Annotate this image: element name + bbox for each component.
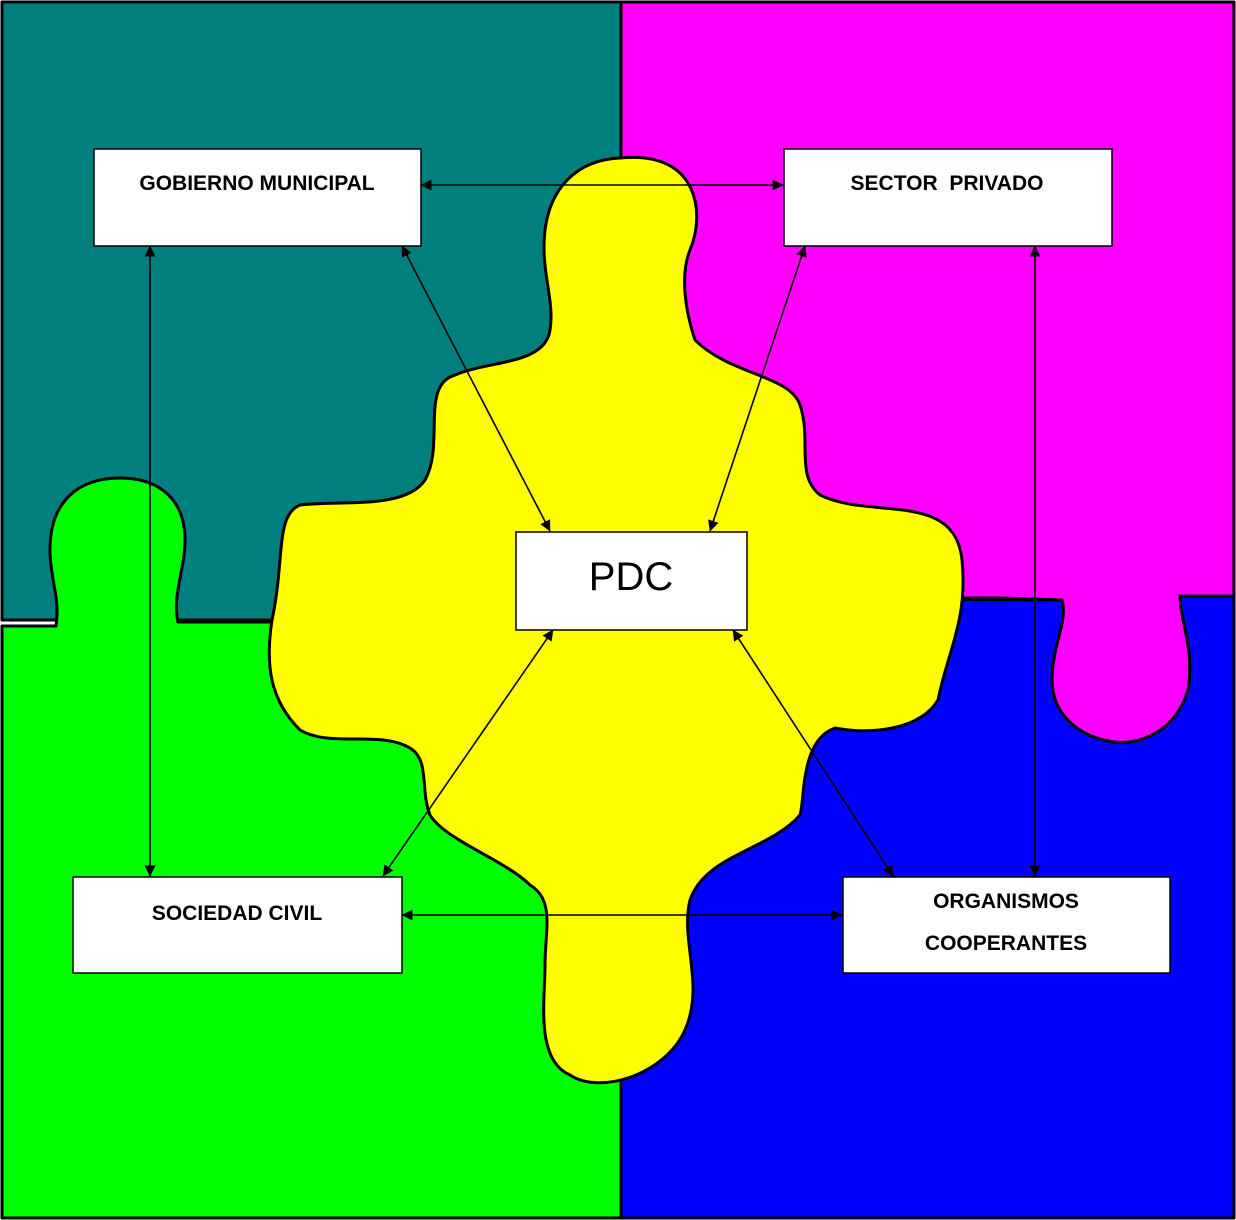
node-box xyxy=(515,531,748,631)
node-label: SECTOR PRIVADO xyxy=(851,172,1044,195)
node-label: GOBIERNO MUNICIPAL xyxy=(139,172,374,195)
arrow-privado-pdc xyxy=(708,245,807,532)
arrow-organismos-pdc xyxy=(732,629,894,877)
node-box xyxy=(783,148,1113,247)
node-label: PDC xyxy=(589,555,673,599)
arrow-gobierno-pdc xyxy=(401,245,551,532)
node-box xyxy=(93,148,422,247)
arrow-sociedad-pdc xyxy=(382,629,554,877)
node-box xyxy=(72,876,403,974)
node-label-line-2: COOPERANTES xyxy=(925,932,1087,955)
node-organismos-cooperantes: ORGANISMOS COOPERANTES xyxy=(842,876,1171,974)
node-box xyxy=(842,876,1171,974)
node-label: SOCIEDAD CIVIL xyxy=(152,902,323,925)
node-sector-privado: SECTOR PRIVADO xyxy=(783,148,1113,247)
node-gobierno-municipal: GOBIERNO MUNICIPAL xyxy=(93,148,422,247)
connection-lines xyxy=(144,179,1041,921)
node-label-line-1: ORGANISMOS xyxy=(933,890,1079,913)
node-sociedad-civil: SOCIEDAD CIVIL xyxy=(72,876,403,974)
node-pdc: PDC xyxy=(515,531,748,631)
